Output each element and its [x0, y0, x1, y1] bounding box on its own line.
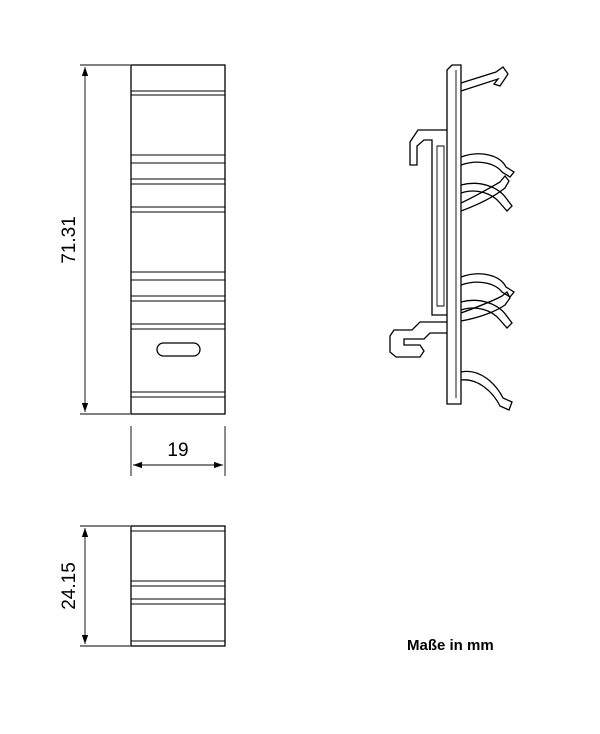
dimension-label-width: 19: [167, 440, 188, 461]
dimension-label-height-short: 24.15: [59, 562, 80, 610]
dimension-height-short: 24.15: [59, 525, 130, 647]
slot-hole: [156, 342, 201, 357]
dimension-height-main: 71.31: [59, 64, 130, 415]
side-profile-view: [389, 64, 515, 411]
front-view-short: [130, 525, 226, 647]
dimension-width: 19: [130, 426, 226, 476]
front-view-tall: [130, 64, 226, 415]
dimension-label-height-main: 71.31: [59, 216, 80, 264]
unit-note: Maße in mm: [407, 637, 494, 654]
